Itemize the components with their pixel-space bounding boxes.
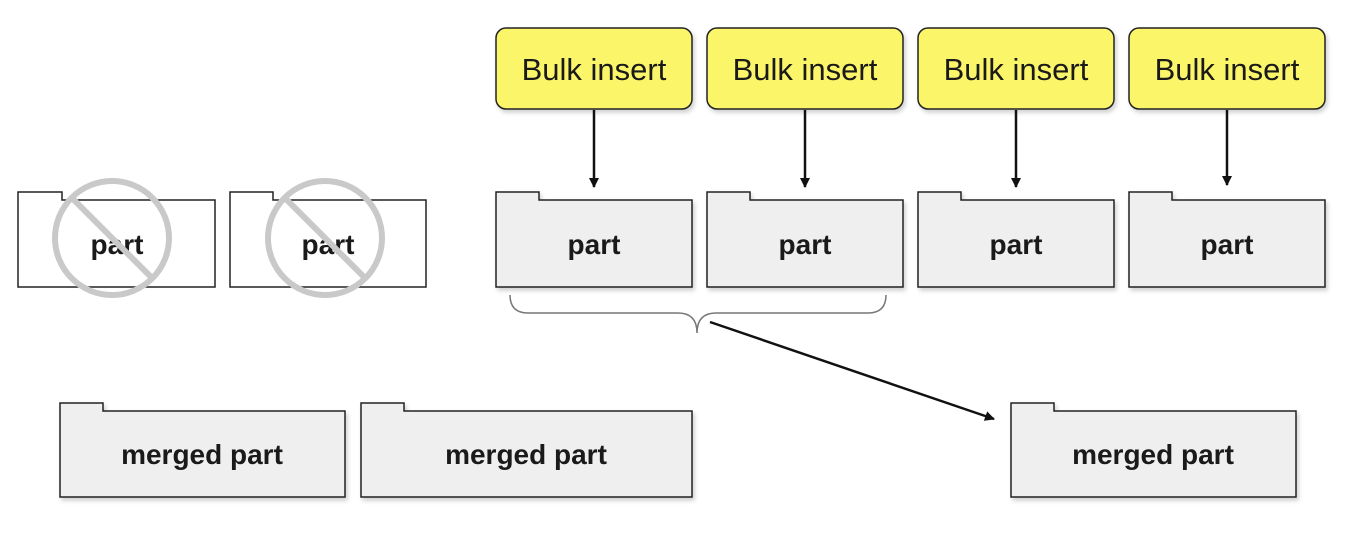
bulk-insert-box (706, 27, 904, 110)
merged-part-1: merged part (59, 402, 346, 498)
bulk-insert-3: Bulk insert (917, 27, 1115, 110)
part-3: part (917, 191, 1115, 288)
bulk-insert-label: Bulk insert (522, 52, 667, 87)
merged-part-2: merged part (360, 402, 693, 498)
folder-shape (360, 402, 693, 498)
merged-part-label: merged part (121, 439, 283, 470)
bulk-insert-box (1128, 27, 1326, 110)
bulk-insert-2: Bulk insert (706, 27, 904, 110)
part-4: part (1128, 191, 1326, 288)
folder-shape (917, 191, 1115, 288)
merged-part-3: merged part (1010, 402, 1297, 498)
part-label: part (779, 229, 832, 260)
folder-shape (59, 402, 346, 498)
bulk-insert-box (495, 27, 693, 110)
folder-shape (1010, 402, 1297, 498)
folder-shape (495, 191, 693, 288)
merge-brace (509, 294, 887, 334)
bulk-insert-1: Bulk insert (495, 27, 693, 110)
merge-arrow (709, 320, 995, 421)
merged-part-label: merged part (1072, 439, 1234, 470)
merged-part-label: merged part (445, 439, 607, 470)
prohibited-icon (265, 178, 385, 298)
folder-shape (706, 191, 904, 288)
removed-part-2: part (229, 178, 427, 298)
prohibited-icon (52, 178, 172, 298)
bulk-insert-box (917, 27, 1115, 110)
bulk-insert-4: Bulk insert (1128, 27, 1326, 110)
part-label: part (1201, 229, 1254, 260)
part-1: part (495, 191, 693, 288)
bulk-insert-label: Bulk insert (733, 52, 878, 87)
part-label: part (990, 229, 1043, 260)
part-label: part (568, 229, 621, 260)
part-2: part (706, 191, 904, 288)
removed-part-1: part (17, 178, 216, 298)
folder-shape (1128, 191, 1326, 288)
bulk-insert-label: Bulk insert (944, 52, 1089, 87)
bulk-insert-label: Bulk insert (1155, 52, 1300, 87)
